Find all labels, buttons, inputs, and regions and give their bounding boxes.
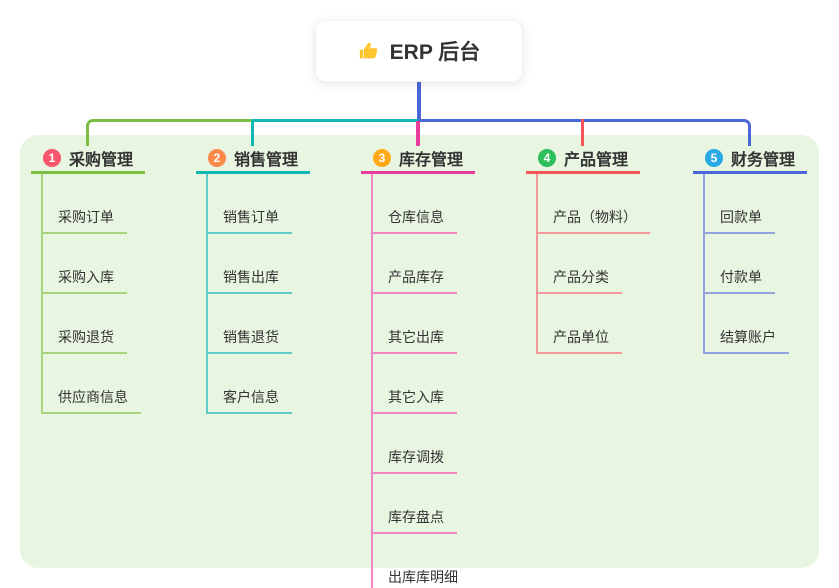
branch-label: 采购管理 (69, 151, 134, 169)
connector-drop-red (581, 119, 584, 146)
branch-column: 1 采购管理采购订单采购入库采购退货供应商信息 (31, 144, 145, 414)
thumbs-up-icon (358, 40, 380, 62)
root-node[interactable]: ERP 后台 (315, 20, 523, 82)
branch-node[interactable]: 5 财务管理 (693, 144, 807, 174)
branch-number-badge: 5 (705, 148, 723, 167)
branch-children: 销售订单销售出库销售退货客户信息 (206, 174, 292, 414)
branch-children: 回款单付款单结算账户 (703, 174, 789, 354)
branch-node[interactable]: 2 销售管理 (196, 144, 310, 174)
connector-drop-magenta (416, 121, 420, 146)
child-node[interactable]: 采购订单 (43, 174, 127, 234)
branch-children: 产品（物料）产品分类产品单位 (536, 174, 650, 354)
child-node[interactable]: 产品库存 (373, 234, 457, 294)
child-node[interactable]: 供应商信息 (43, 354, 141, 414)
branch-number-badge: 4 (538, 148, 556, 167)
branch-label: 财务管理 (731, 151, 796, 169)
root-title: ERP 后台 (389, 41, 481, 64)
branch-children: 采购订单采购入库采购退货供应商信息 (41, 174, 141, 414)
child-node[interactable]: 产品分类 (538, 234, 622, 294)
connector-bus-teal (253, 119, 418, 122)
branches-panel (20, 135, 819, 568)
branch-number-badge: 1 (43, 148, 61, 167)
child-node[interactable]: 其它入库 (373, 354, 457, 414)
child-node[interactable]: 库存调拨 (373, 414, 457, 474)
branch-column: 5 财务管理回款单付款单结算账户 (693, 144, 807, 354)
connector-drop-teal (251, 119, 254, 146)
branch-label: 销售管理 (234, 151, 299, 169)
branch-column: 4 产品管理产品（物料）产品分类产品单位 (526, 144, 650, 354)
branch-children: 仓库信息产品库存其它出库其它入库库存调拨库存盘点出库库明细 (371, 174, 471, 588)
branch-column: 2 销售管理销售订单销售出库销售退货客户信息 (196, 144, 310, 414)
child-node[interactable]: 采购退货 (43, 294, 127, 354)
branch-node[interactable]: 4 产品管理 (526, 144, 640, 174)
branch-node[interactable]: 1 采购管理 (31, 144, 145, 174)
connector-bus-green (86, 119, 253, 146)
branch-number-badge: 2 (208, 148, 226, 167)
child-node[interactable]: 产品（物料） (538, 174, 650, 234)
child-node[interactable]: 库存盘点 (373, 474, 457, 534)
child-node[interactable]: 仓库信息 (373, 174, 457, 234)
child-node[interactable]: 其它出库 (373, 294, 457, 354)
child-node[interactable]: 出库库明细 (373, 534, 471, 588)
child-node[interactable]: 产品单位 (538, 294, 622, 354)
branch-label: 库存管理 (399, 151, 464, 169)
branch-node[interactable]: 3 库存管理 (361, 144, 475, 174)
child-node[interactable]: 结算账户 (705, 294, 789, 354)
child-node[interactable]: 销售出库 (208, 234, 292, 294)
child-node[interactable]: 客户信息 (208, 354, 292, 414)
branch-number-badge: 3 (373, 148, 391, 167)
child-node[interactable]: 采购入库 (43, 234, 127, 294)
child-node[interactable]: 销售订单 (208, 174, 292, 234)
child-node[interactable]: 回款单 (705, 174, 775, 234)
connector-root-drop (417, 82, 421, 120)
branch-column: 3 库存管理仓库信息产品库存其它出库其它入库库存调拨库存盘点出库库明细 (361, 144, 475, 588)
branch-label: 产品管理 (564, 151, 629, 169)
child-node[interactable]: 付款单 (705, 234, 775, 294)
child-node[interactable]: 销售退货 (208, 294, 292, 354)
connector-bus-blue (418, 119, 751, 146)
